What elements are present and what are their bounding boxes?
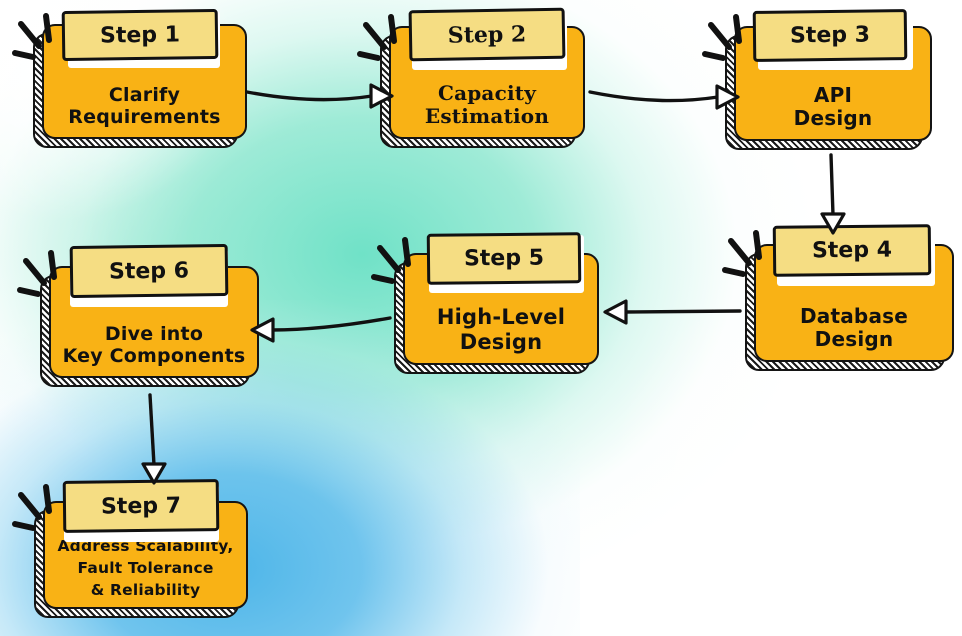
card-line: API [813,82,853,107]
card-line: & Reliability [90,581,201,599]
arrowhead-down [141,462,167,485]
sparkle-icon [357,14,397,61]
arrowhead-left [603,299,628,325]
card-line: Estimation [424,103,550,128]
arrowheads [141,83,846,485]
card-line: Clarify [108,83,181,106]
connector-step6-step7 [148,393,156,467]
sparkle-icon [722,230,762,277]
sparkle-icon [371,237,411,284]
card-body-text: Dive into Key Components [51,323,257,376]
connector-step1-step2 [245,90,374,102]
card-line: Database [799,303,909,328]
card-line: Key Components [62,344,246,367]
arrowhead-left [250,317,275,343]
card-line: Design [459,329,543,354]
card-line: Design [814,326,894,351]
arrow-lines [148,90,835,467]
card-body-text: Capacity Estimation [391,80,583,137]
card-body-text: High-Level Design [405,305,597,363]
arrowhead-right [369,83,394,109]
sparkle-icon [12,484,52,531]
connector-step4-step5 [623,309,742,314]
card-line: Design [793,105,873,130]
card-body-text: API Design [736,82,930,139]
arrowhead-down [820,212,846,235]
sparkle-icon-group [12,13,762,531]
sparkle-icon [702,14,742,61]
sparkle-icon [12,13,52,60]
connector-step2-step3 [588,90,720,103]
sparkle-icon [17,250,57,297]
card-line: Fault Tolerance [77,559,214,577]
card-line: Requirements [68,105,221,128]
connector-step3-step4 [829,153,835,217]
connector-step5-step6 [270,316,392,332]
card-line: Capacity [437,80,537,105]
card-body-text: Database Design [756,303,952,360]
card-line: Dive into [104,322,204,345]
arrowhead-right [715,84,740,110]
card-body-text: Clarify Requirements [44,84,245,137]
card-line: High-Level [436,305,566,330]
